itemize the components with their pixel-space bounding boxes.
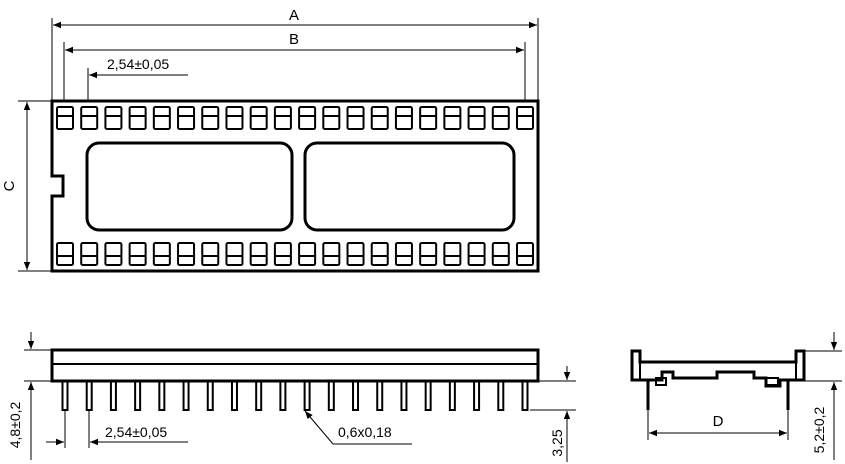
contact-top	[128, 106, 147, 130]
contact-bottom	[322, 242, 341, 266]
contact-top	[177, 106, 196, 130]
contact-bottom	[467, 242, 486, 266]
socket-body-outline	[50, 99, 540, 273]
side-pin	[448, 380, 456, 411]
pin-section-label: 0,6x0,18	[338, 424, 392, 440]
contact-top	[394, 106, 413, 130]
contact-top	[56, 106, 74, 130]
dimension-c-label: C	[1, 180, 18, 191]
contact-bottom	[152, 242, 171, 266]
contact-bottom	[104, 242, 123, 266]
top-row-contacts	[56, 106, 534, 130]
body-height-label: 4,8±0,2	[7, 401, 23, 448]
side-pins	[61, 380, 529, 411]
left-window	[85, 141, 294, 232]
side-pin	[85, 380, 93, 411]
side-pin	[400, 380, 408, 411]
contact-bottom	[443, 242, 462, 266]
side-pin	[497, 380, 505, 411]
side-pin	[473, 380, 481, 411]
contact-bottom	[249, 242, 268, 266]
contact-bottom	[177, 242, 196, 266]
contact-top	[516, 106, 534, 130]
contact-bottom	[298, 242, 317, 266]
contact-top	[322, 106, 341, 130]
dimension-a-label: A	[289, 7, 299, 24]
contact-bottom	[419, 242, 438, 266]
contact-bottom	[56, 242, 74, 266]
contact-bottom	[225, 242, 244, 266]
contact-top	[201, 106, 220, 130]
contact-bottom	[516, 242, 534, 266]
side-body	[50, 348, 540, 383]
pitch-top-label: 2,54±0,05	[107, 56, 169, 72]
total-height-label: 5,2±0,2	[811, 406, 827, 453]
contact-top	[370, 106, 389, 130]
bottom-row-contacts	[56, 242, 534, 266]
side-view: 4,8±0,2 2,54±0,05 0,6x0,18 3,25	[7, 332, 576, 462]
side-pin	[352, 380, 360, 411]
contact-bottom	[370, 242, 389, 266]
contact-top	[443, 106, 462, 130]
contact-bottom	[394, 242, 413, 266]
contact-top	[467, 106, 486, 130]
side-pin	[206, 380, 214, 411]
dimension-b-label: B	[289, 31, 299, 48]
side-pin	[158, 380, 166, 411]
side-pin	[424, 380, 432, 411]
side-pin	[61, 380, 69, 411]
contact-top	[273, 106, 292, 130]
contact-bottom	[80, 242, 99, 266]
contact-top	[249, 106, 268, 130]
pitch-side-label: 2,54±0,05	[105, 424, 167, 440]
contact-top	[104, 106, 123, 130]
right-window	[303, 141, 516, 232]
contact-bottom	[128, 242, 147, 266]
side-pin	[134, 380, 142, 411]
pin-length-label: 3,25	[549, 429, 565, 456]
side-pin	[303, 380, 311, 411]
contact-bottom	[346, 242, 365, 266]
side-pin	[279, 380, 287, 411]
contact-bottom	[491, 242, 510, 266]
contact-bottom	[273, 242, 292, 266]
side-pin	[327, 380, 335, 411]
side-pin	[230, 380, 238, 411]
contact-top	[346, 106, 365, 130]
side-pin	[376, 380, 384, 411]
contact-top	[298, 106, 317, 130]
dimension-d-label: D	[713, 413, 724, 430]
side-pin	[109, 380, 117, 411]
contact-top	[225, 106, 244, 130]
contact-top	[491, 106, 510, 130]
side-pin	[521, 380, 529, 411]
end-view: D 5,2±0,2	[630, 332, 842, 460]
contact-top	[419, 106, 438, 130]
side-pin	[182, 380, 190, 411]
contact-top	[152, 106, 171, 130]
contact-top	[80, 106, 99, 130]
top-view: A B 2,54±0,05 C	[1, 7, 540, 273]
side-pin	[255, 380, 263, 411]
contact-bottom	[201, 242, 220, 266]
